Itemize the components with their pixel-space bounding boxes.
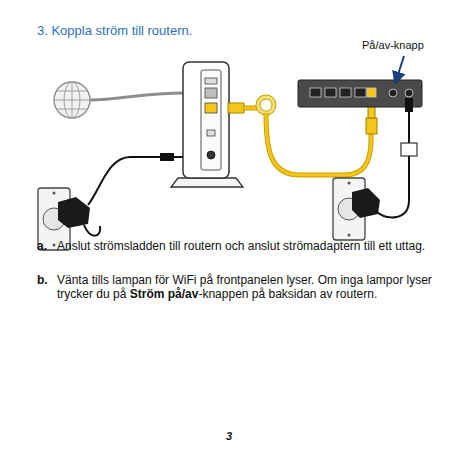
power-button xyxy=(389,89,397,97)
outlet-screw xyxy=(348,234,351,237)
power-plug xyxy=(405,98,413,112)
step-text: Anslut strömsladden till routern och ans… xyxy=(57,240,442,254)
step-heading: 3. Koppla ström till routern. xyxy=(37,23,192,38)
step-letter: b. xyxy=(37,274,48,288)
device-body xyxy=(298,80,422,107)
lan-port xyxy=(325,88,336,97)
router-rear-panel xyxy=(298,80,422,107)
pointer-arrow xyxy=(395,56,404,84)
step-paragraph: Vänta tills lampan för WiFi på frontpane… xyxy=(57,274,442,301)
internet-port xyxy=(367,88,376,97)
outlet-screw xyxy=(53,244,56,247)
power-wire xyxy=(408,112,410,143)
lan-port xyxy=(355,88,366,97)
router-back-panel xyxy=(201,70,221,170)
power-wire xyxy=(84,225,100,236)
ethernet-plug xyxy=(228,103,244,113)
page-number: 3 xyxy=(226,430,232,444)
router-body xyxy=(183,62,229,178)
outlet-screw xyxy=(348,182,351,185)
ethernet-wire-outline xyxy=(266,113,371,175)
router-internet-port xyxy=(205,88,217,98)
power-plug-tip xyxy=(174,156,183,158)
internet-globe xyxy=(54,82,90,118)
power-wire xyxy=(374,156,409,217)
ethernet-plug xyxy=(366,118,377,134)
power-jack xyxy=(405,89,413,97)
globe-parallel xyxy=(54,100,90,101)
cable-coil xyxy=(258,97,274,113)
router-port xyxy=(205,78,217,84)
globe-parallel xyxy=(57,109,87,110)
globe-parallel xyxy=(57,91,87,92)
cable-coil-outline xyxy=(258,97,274,113)
router-button xyxy=(207,130,215,136)
router-lan-port xyxy=(205,103,217,113)
router xyxy=(171,62,243,187)
internet-cable xyxy=(90,93,186,100)
ferrite-bead xyxy=(401,143,417,156)
step-letter: a. xyxy=(37,240,47,254)
power-wire xyxy=(88,157,160,205)
router-power-jack xyxy=(207,151,215,159)
router-stand xyxy=(171,178,243,187)
lan-port xyxy=(310,88,321,97)
power-adapter xyxy=(58,197,90,228)
power-plug xyxy=(160,153,174,161)
power-adapter xyxy=(352,188,380,218)
button-name: Ström på/av xyxy=(130,287,199,301)
ethernet-cable xyxy=(228,97,377,175)
globe-outline xyxy=(54,82,90,118)
outlet-screw xyxy=(53,192,56,195)
callout-label: På/av-knapp xyxy=(362,39,424,53)
step-text: -knappen på baksidan av routern. xyxy=(198,287,377,301)
adapter-cable xyxy=(333,98,417,240)
ethernet-wire xyxy=(266,113,371,175)
router-power-cable xyxy=(38,153,183,250)
lan-port xyxy=(340,88,351,97)
